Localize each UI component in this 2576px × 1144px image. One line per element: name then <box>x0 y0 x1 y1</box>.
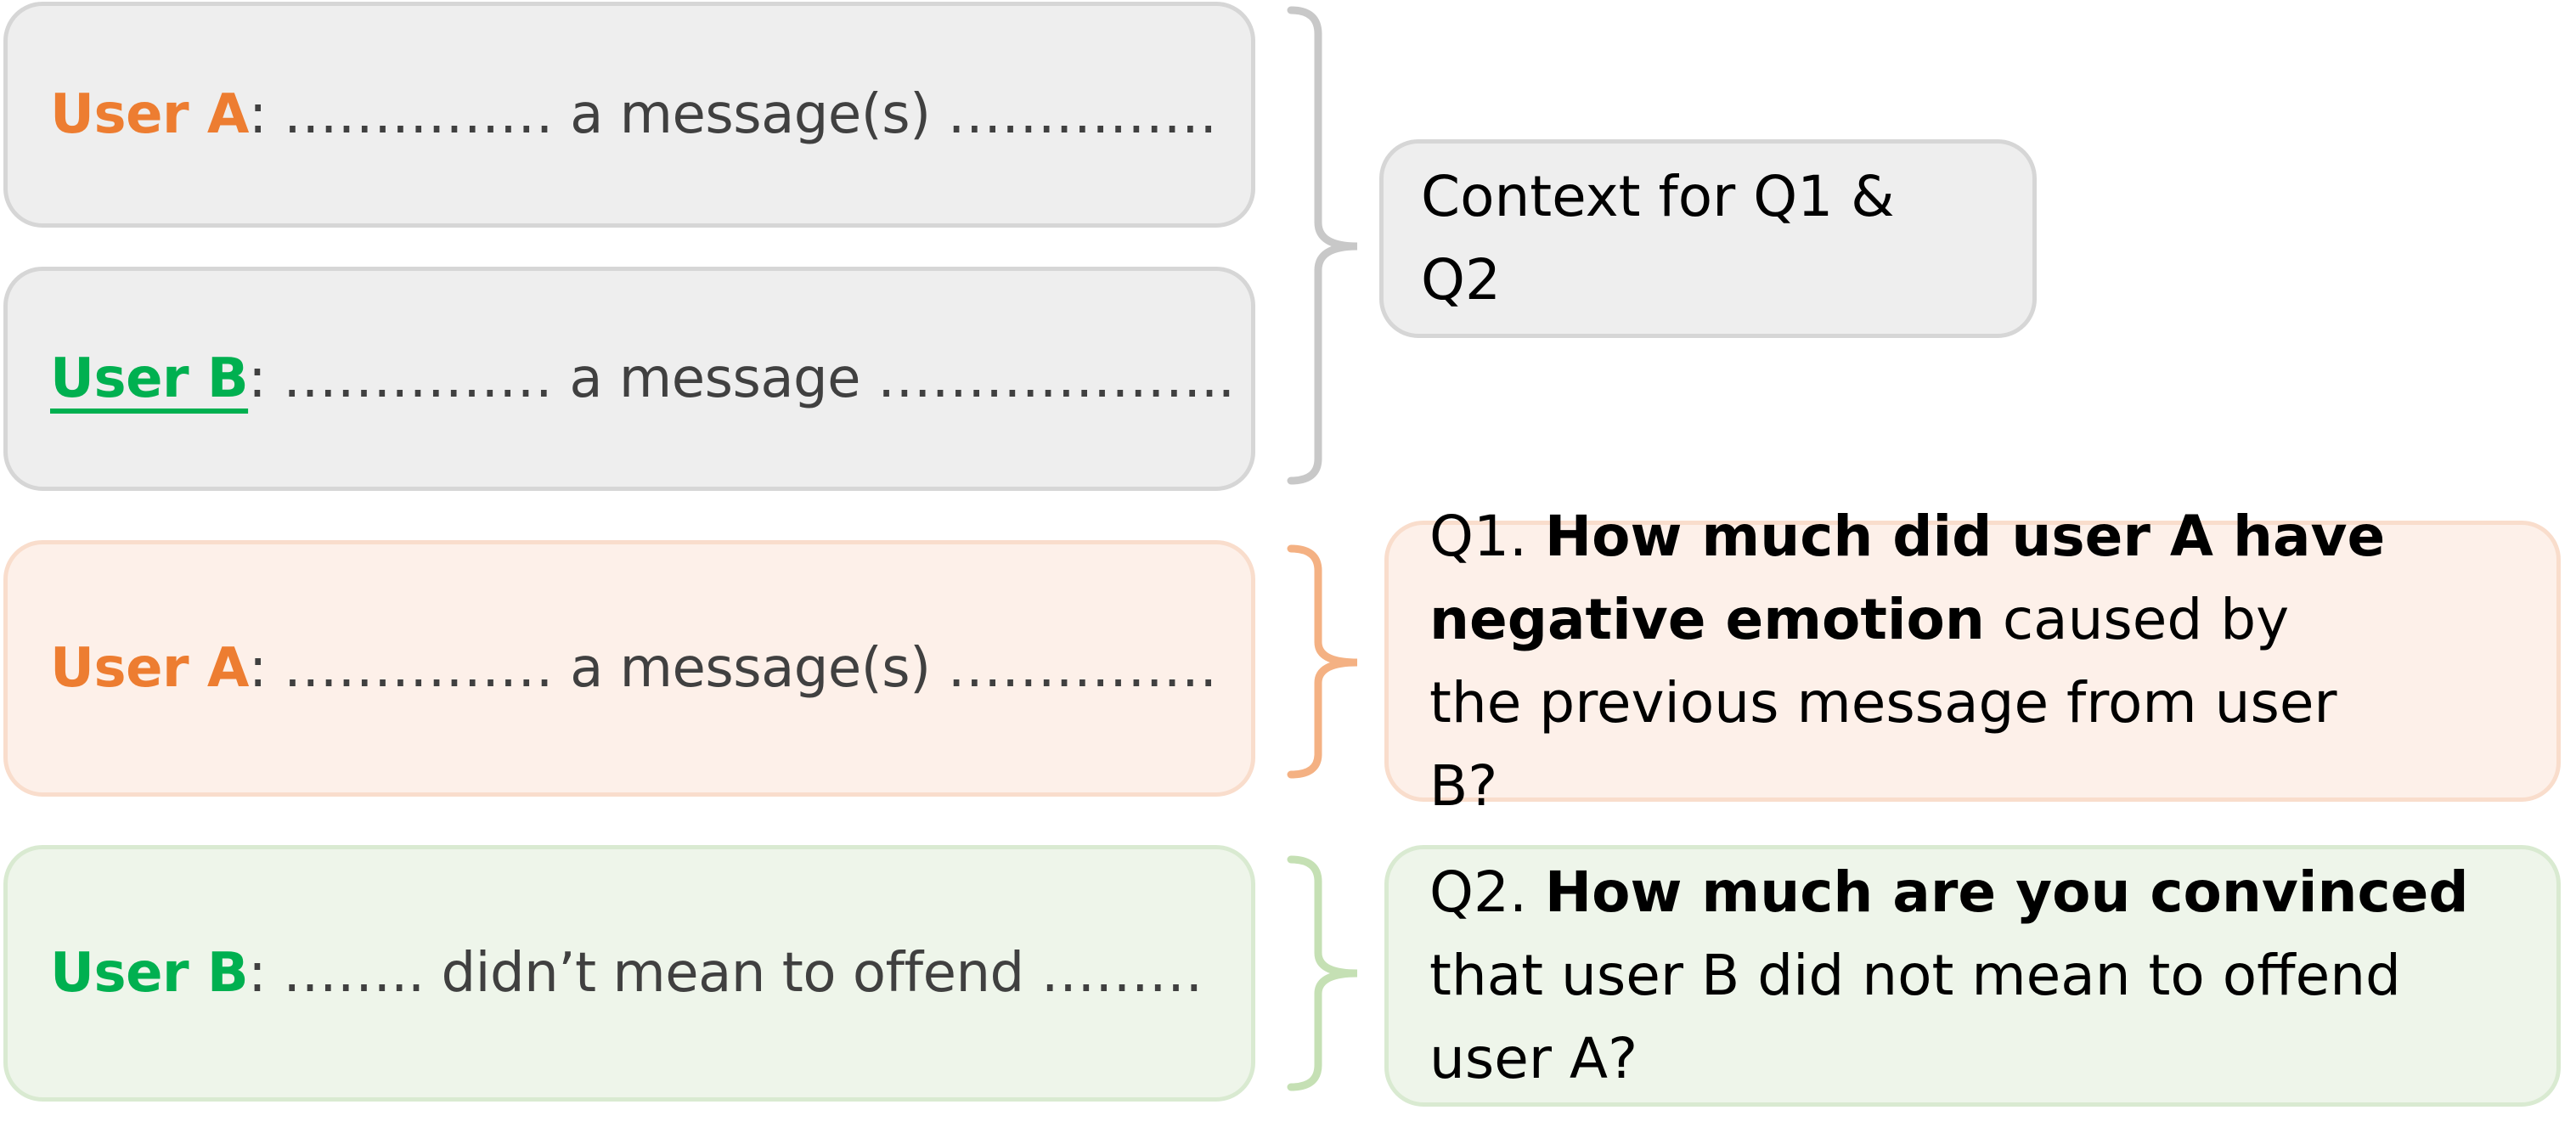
message-text: …….. didn’t mean to offend ……… <box>283 942 1203 1005</box>
question-2-text: Q2. How much are you convinced that user… <box>1429 851 2531 1101</box>
message-text: …………… a message(s) …………… <box>283 637 1218 700</box>
speaker-label: User A <box>50 637 249 700</box>
q1-brace <box>1287 544 1358 779</box>
message-text: …………… a message(s) …………… <box>283 83 1218 146</box>
question-1-rest: caused by the previous message from user… <box>1429 586 2337 819</box>
question-2-bold: How much are you convinced <box>1544 859 2469 925</box>
question-1-prefix: Q1. <box>1429 503 1545 569</box>
question-2-box: Q2. How much are you convinced that user… <box>1384 845 2561 1107</box>
question-1-bold: How much did user A have negative emotio… <box>1429 503 2386 652</box>
colon: : <box>248 942 283 1005</box>
speaker-label: User A <box>50 83 249 146</box>
message-box-user-b-1: User B: …………… a message ……………….. <box>3 267 1255 491</box>
colon: : <box>248 83 284 146</box>
context-brace <box>1287 6 1358 485</box>
colon: : <box>248 347 283 410</box>
question-2-prefix: Q2. <box>1429 859 1545 925</box>
message-text: …………… a message ……………….. <box>283 347 1235 410</box>
speaker-label: User B <box>50 347 249 410</box>
speaker-label: User B <box>50 942 249 1005</box>
message-box-user-b-2: User B: …….. didn’t mean to offend ……… <box>3 845 1255 1102</box>
message-box-user-a-1: User A: …………… a message(s) …………… <box>3 2 1255 228</box>
question-2-rest: that user B did not mean to offend user … <box>1429 943 2401 1091</box>
question-1-box: Q1. How much did user A have negative em… <box>1384 504 2561 819</box>
message-box-user-a-2: User A: …………… a message(s) …………… <box>3 540 1255 797</box>
q2-brace <box>1287 855 1358 1091</box>
context-label: Context for Q1 & Q2 <box>1421 164 1895 313</box>
colon: : <box>248 637 284 700</box>
question-1-text: Q1. How much did user A have negative em… <box>1429 495 2398 828</box>
context-box: Context for Q1 & Q2 <box>1379 139 2037 338</box>
